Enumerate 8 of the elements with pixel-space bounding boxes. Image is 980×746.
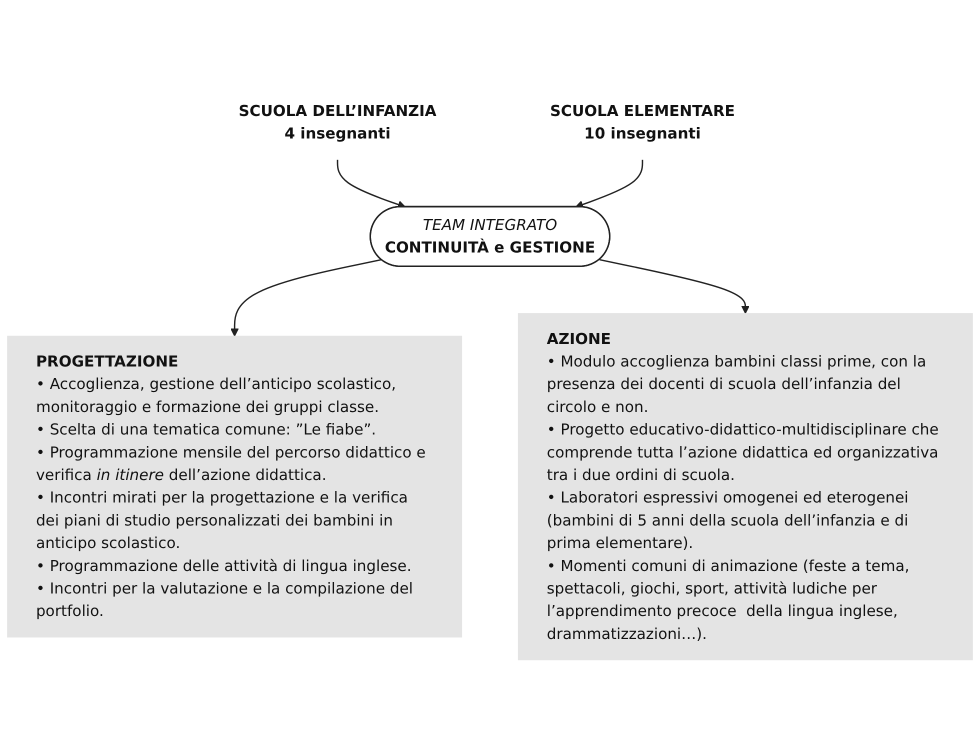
- arrow: [599, 259, 750, 314]
- arrow: [575, 160, 644, 209]
- node-box: AZIONE • Modulo accoglienza bambini classi prime, con la presenza dei docenti di scuola dell’infanzia del circolo e non. • Progetto educativo-didattico-multidisciplinare che comprende tutta l’azione didattica ed organizzativa tra i due ordini di scuola. • Laboratori espressivi omogenei ed eterogenei (bambini di 5 anni della scuola dell’infanzia e di prima elementare). • Momenti comuni di animazione (feste a tema, spettacoli, giochi, sport, attività ludiche per l’apprendimento precoce della lingua inglese, drammatizzazioni…).: [518, 313, 973, 661]
- node-box: PROGETTAZIONE • Accoglienza, gestione dell’anticipo scolastico, monitoraggio e formazione dei gruppi classe. • Scelta di una tematica comune: ”Le fiabe”. • Programmazione mensile del percorso didattico e verifica in itinere dell’azione didattica. • Incontri mirati per la progettazione e la verifica dei piani di studio personalizzati dei bambini in anticipo scolastico. • Programmazione delle attività di lingua inglese. • Incontri per la valutazione e la compilazione del portfolio.: [7, 336, 462, 638]
- arrow: [230, 259, 382, 337]
- node-text: SCUOLA DELL’INFANZIA 4 insegnanti: [238, 102, 436, 143]
- arrow: [336, 160, 406, 209]
- node-text: SCUOLA ELEMENTARE 10 insegnanti: [550, 102, 735, 143]
